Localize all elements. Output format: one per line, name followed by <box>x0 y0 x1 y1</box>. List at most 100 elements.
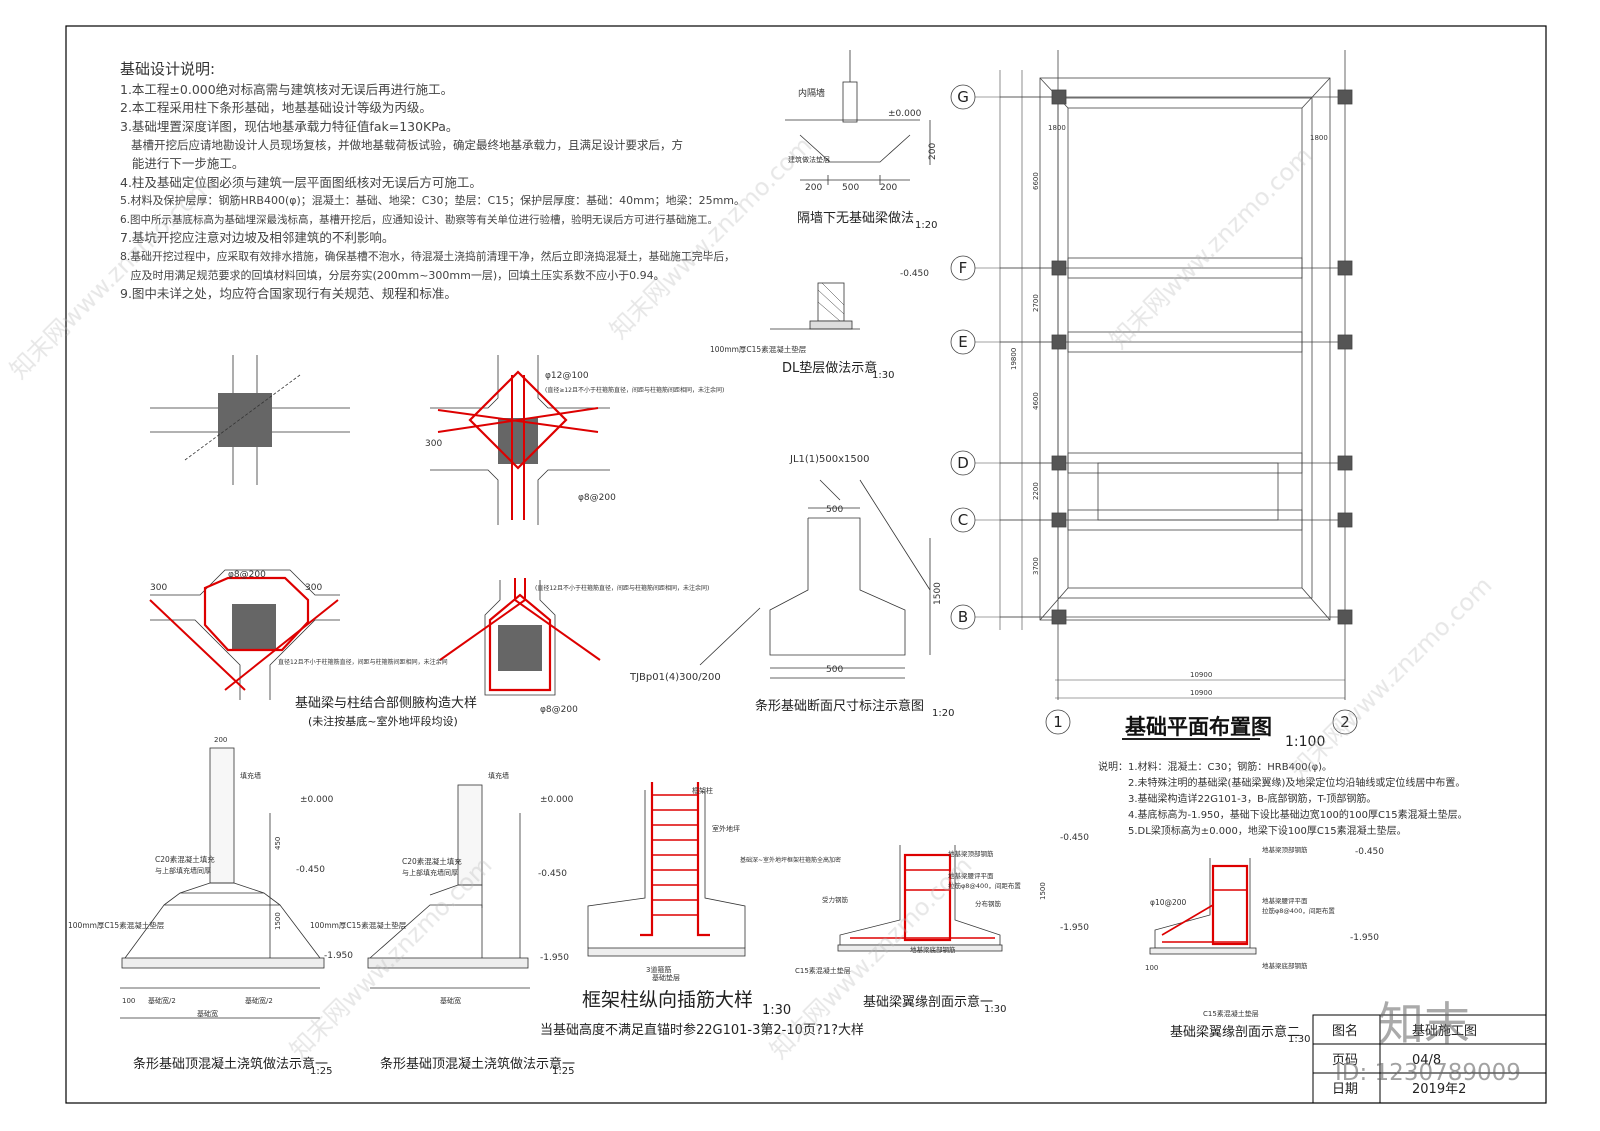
joint-note-3: (直径12且不小于柱箍筋直径，间距与柱箍筋间距相同，未注余同) <box>535 584 709 592</box>
joint-300-c: 300 <box>305 583 322 593</box>
axis-2: 2 <box>1340 713 1350 731</box>
plan-title: 基础平面布置图 <box>1125 715 1272 739</box>
wing-l7: 分布钢筋 <box>975 899 1002 908</box>
pour-detail-1 <box>120 747 325 1019</box>
pour-450-d: 450 <box>274 837 282 850</box>
pour-1500-1: 1500 <box>274 912 282 930</box>
wing-l6: 受力钢筋 <box>822 895 849 904</box>
gewall-dim-c: 200 <box>880 183 897 193</box>
strip-foundation-section <box>699 479 931 679</box>
joint-detail-1 <box>150 355 350 485</box>
joint-note-1: (直径≥12且不小于柱箍筋直径，间距与柱箍筋间距相同，未注余同) <box>545 386 724 394</box>
title-block <box>1312 1014 1547 1104</box>
axis-C: C <box>958 511 968 529</box>
titleblock-k2: 页码 <box>1332 1053 1358 1068</box>
pour-450-2: -0.450 <box>538 869 567 879</box>
jl-label: JL1(1)500x1500 <box>789 454 870 465</box>
design-notes: 基础设计说明: 1.本工程±0.000绝对标高需与建筑核对无误后再进行施工。 2… <box>120 60 760 304</box>
wing-1950-1: -1.950 <box>1060 923 1089 933</box>
strip-title: 条形基础断面尺寸标注示意图 <box>755 698 924 714</box>
gewall-label-pad: 建筑做法垫层 <box>788 155 830 164</box>
pour-w2-2: 基础宽/2 <box>245 996 273 1005</box>
note-line: 1.本工程±0.000绝对标高需与建筑核对无误后再进行施工。 <box>120 81 454 97</box>
dl-detail <box>770 282 860 330</box>
joint-rebar-2: φ8@200 <box>578 493 616 503</box>
pour-pm-1: ±0.000 <box>300 795 334 805</box>
plan-seg-3: 4600 <box>1032 392 1040 410</box>
axis-D: D <box>957 454 969 472</box>
col-note: 当基础高度不满足直锚时参22G101-3第2-10页?1?大样 <box>540 1022 864 1038</box>
pour-450-1: -0.450 <box>296 865 325 875</box>
pour2-scale: 1:25 <box>552 1066 574 1077</box>
plan-side-2: 1800 <box>1310 134 1328 142</box>
note-line: 应及时用满足规范要求的回填材料回填，分层夯实(200mm~300mm一层)，回填… <box>120 268 665 282</box>
gewall-scale: 1:20 <box>915 220 937 231</box>
joint-300-a: 300 <box>425 439 442 449</box>
col-label-3: 基础深~室外地坪框架柱箍筋全高加密 <box>740 856 841 864</box>
joint-rebar-4: φ8@200 <box>540 705 578 715</box>
plan-note-2: 2.未特殊注明的基础梁(基础梁翼缘)及地梁定位均沿轴线或定位线居中布置。 <box>1128 776 1465 789</box>
wing2-l4: 地基梁底部钢筋 <box>1262 961 1308 970</box>
col-title: 框架柱纵向插筋大样 <box>582 989 753 1011</box>
plan-seg-1: 6600 <box>1032 172 1040 190</box>
pour-w-1: 基础宽 <box>197 1009 218 1018</box>
pour-wall-1: 填充墙 <box>240 771 261 780</box>
pour-c20b-1: 与上部填充墙同厚 <box>155 866 211 875</box>
wing-1500-1: 1500 <box>1039 882 1047 900</box>
gewall-label-wall: 内隔墙 <box>798 87 825 99</box>
plan-seg-4: 2200 <box>1032 482 1040 500</box>
wing-detail-2 <box>1149 858 1257 955</box>
plan-scale: 1:100 <box>1285 734 1325 750</box>
pour-c20b-2: 与上部填充墙同厚 <box>402 868 458 877</box>
joint-detail-4 <box>439 578 601 696</box>
wing-l2: 地基梁腰评平面 <box>948 871 994 880</box>
note-line: 2.本工程采用柱下条形基础，地基基础设计等级为丙级。 <box>120 100 432 116</box>
gewall-pm: ±0.000 <box>888 109 922 119</box>
wing-l4: 地基梁底部钢筋 <box>910 945 956 954</box>
watermark-brand: 知末 <box>1378 997 1470 1051</box>
plan-note-4: 4.基底标高为-1.950，基础下设比基础边宽100的100厚C15素混凝土垫层… <box>1128 808 1468 821</box>
gewall-title: 隔墙下无基础梁做法 <box>797 211 914 226</box>
pour-1950-1: -1.950 <box>324 951 353 961</box>
pour-w2-1: 基础宽/2 <box>148 996 176 1005</box>
note-line: 7.基坑开挖应注意对边坡及相邻建筑的不利影响。 <box>120 230 395 246</box>
gewall-detail <box>785 50 931 185</box>
column-rebar-detail <box>587 782 746 957</box>
joint-rebar-1: φ12@100 <box>545 371 589 381</box>
watermark-site-3: 知末网www.znzmo.com <box>1104 141 1317 354</box>
pour-pad-1: 100mm厚C15素混凝土垫层 <box>68 920 165 930</box>
pour1-scale: 1:25 <box>310 1066 332 1077</box>
wing2-l5: C15素混凝土垫层 <box>1203 1009 1259 1018</box>
pour1-title: 条形基础顶混凝土浇筑做法示意一 <box>133 1056 328 1072</box>
gewall-dim-h: 200 <box>928 143 938 160</box>
wing-l1: 地基梁顶部钢筋 <box>948 849 994 858</box>
pour-wall-2: 填充墙 <box>488 771 509 780</box>
wing-detail-1 <box>837 845 1003 952</box>
note-line: 4.柱及基础定位图必须与建筑一层平面图纸核对无误后方可施工。 <box>120 174 482 190</box>
pour2-title: 条形基础顶混凝土浇筑做法示意一 <box>380 1056 575 1072</box>
note-line: 3.基础埋置深度详图，现估地基承载力特征值fak=130KPa。 <box>120 118 459 134</box>
wing-l3: 拉筋φ8@400，间距布置 <box>948 881 1021 890</box>
col-label-5: 基础垫层 <box>652 973 680 982</box>
dl-note: 100mm厚C15素混凝土垫层 <box>710 344 807 354</box>
wing-450-1: -0.450 <box>1060 833 1089 843</box>
sheet-border <box>65 25 1547 1104</box>
wing2-450: -0.450 <box>1355 847 1384 857</box>
wing2-scale: 1:30 <box>1288 1034 1310 1045</box>
gewall-dim-b: 500 <box>842 183 859 193</box>
joint-rebar-3: φ8@200 <box>228 570 266 580</box>
gewall-dim-a: 200 <box>805 183 822 193</box>
titleblock-k1: 图名 <box>1332 1023 1358 1039</box>
wing-l5: C15素混凝土垫层 <box>795 966 851 975</box>
wing1-title: 基础梁翼缘剖面示意一 <box>863 994 993 1010</box>
pour-100: 100 <box>122 997 135 1005</box>
plan-seg-2: 2700 <box>1032 294 1040 312</box>
wing2-title: 基础梁翼缘剖面示意二 <box>1170 1024 1300 1040</box>
note-line: 基槽开挖后应请地勘设计人员现场复核，并做地基载荷板试验，确定最终地基承载力，且满… <box>120 138 683 153</box>
plan-dim-w2: 10900 <box>1190 689 1212 697</box>
axis-F: F <box>959 259 968 277</box>
wing2-100: 100 <box>1145 964 1158 972</box>
joint-300-b: 300 <box>150 583 167 593</box>
pour-200: 200 <box>214 736 227 744</box>
